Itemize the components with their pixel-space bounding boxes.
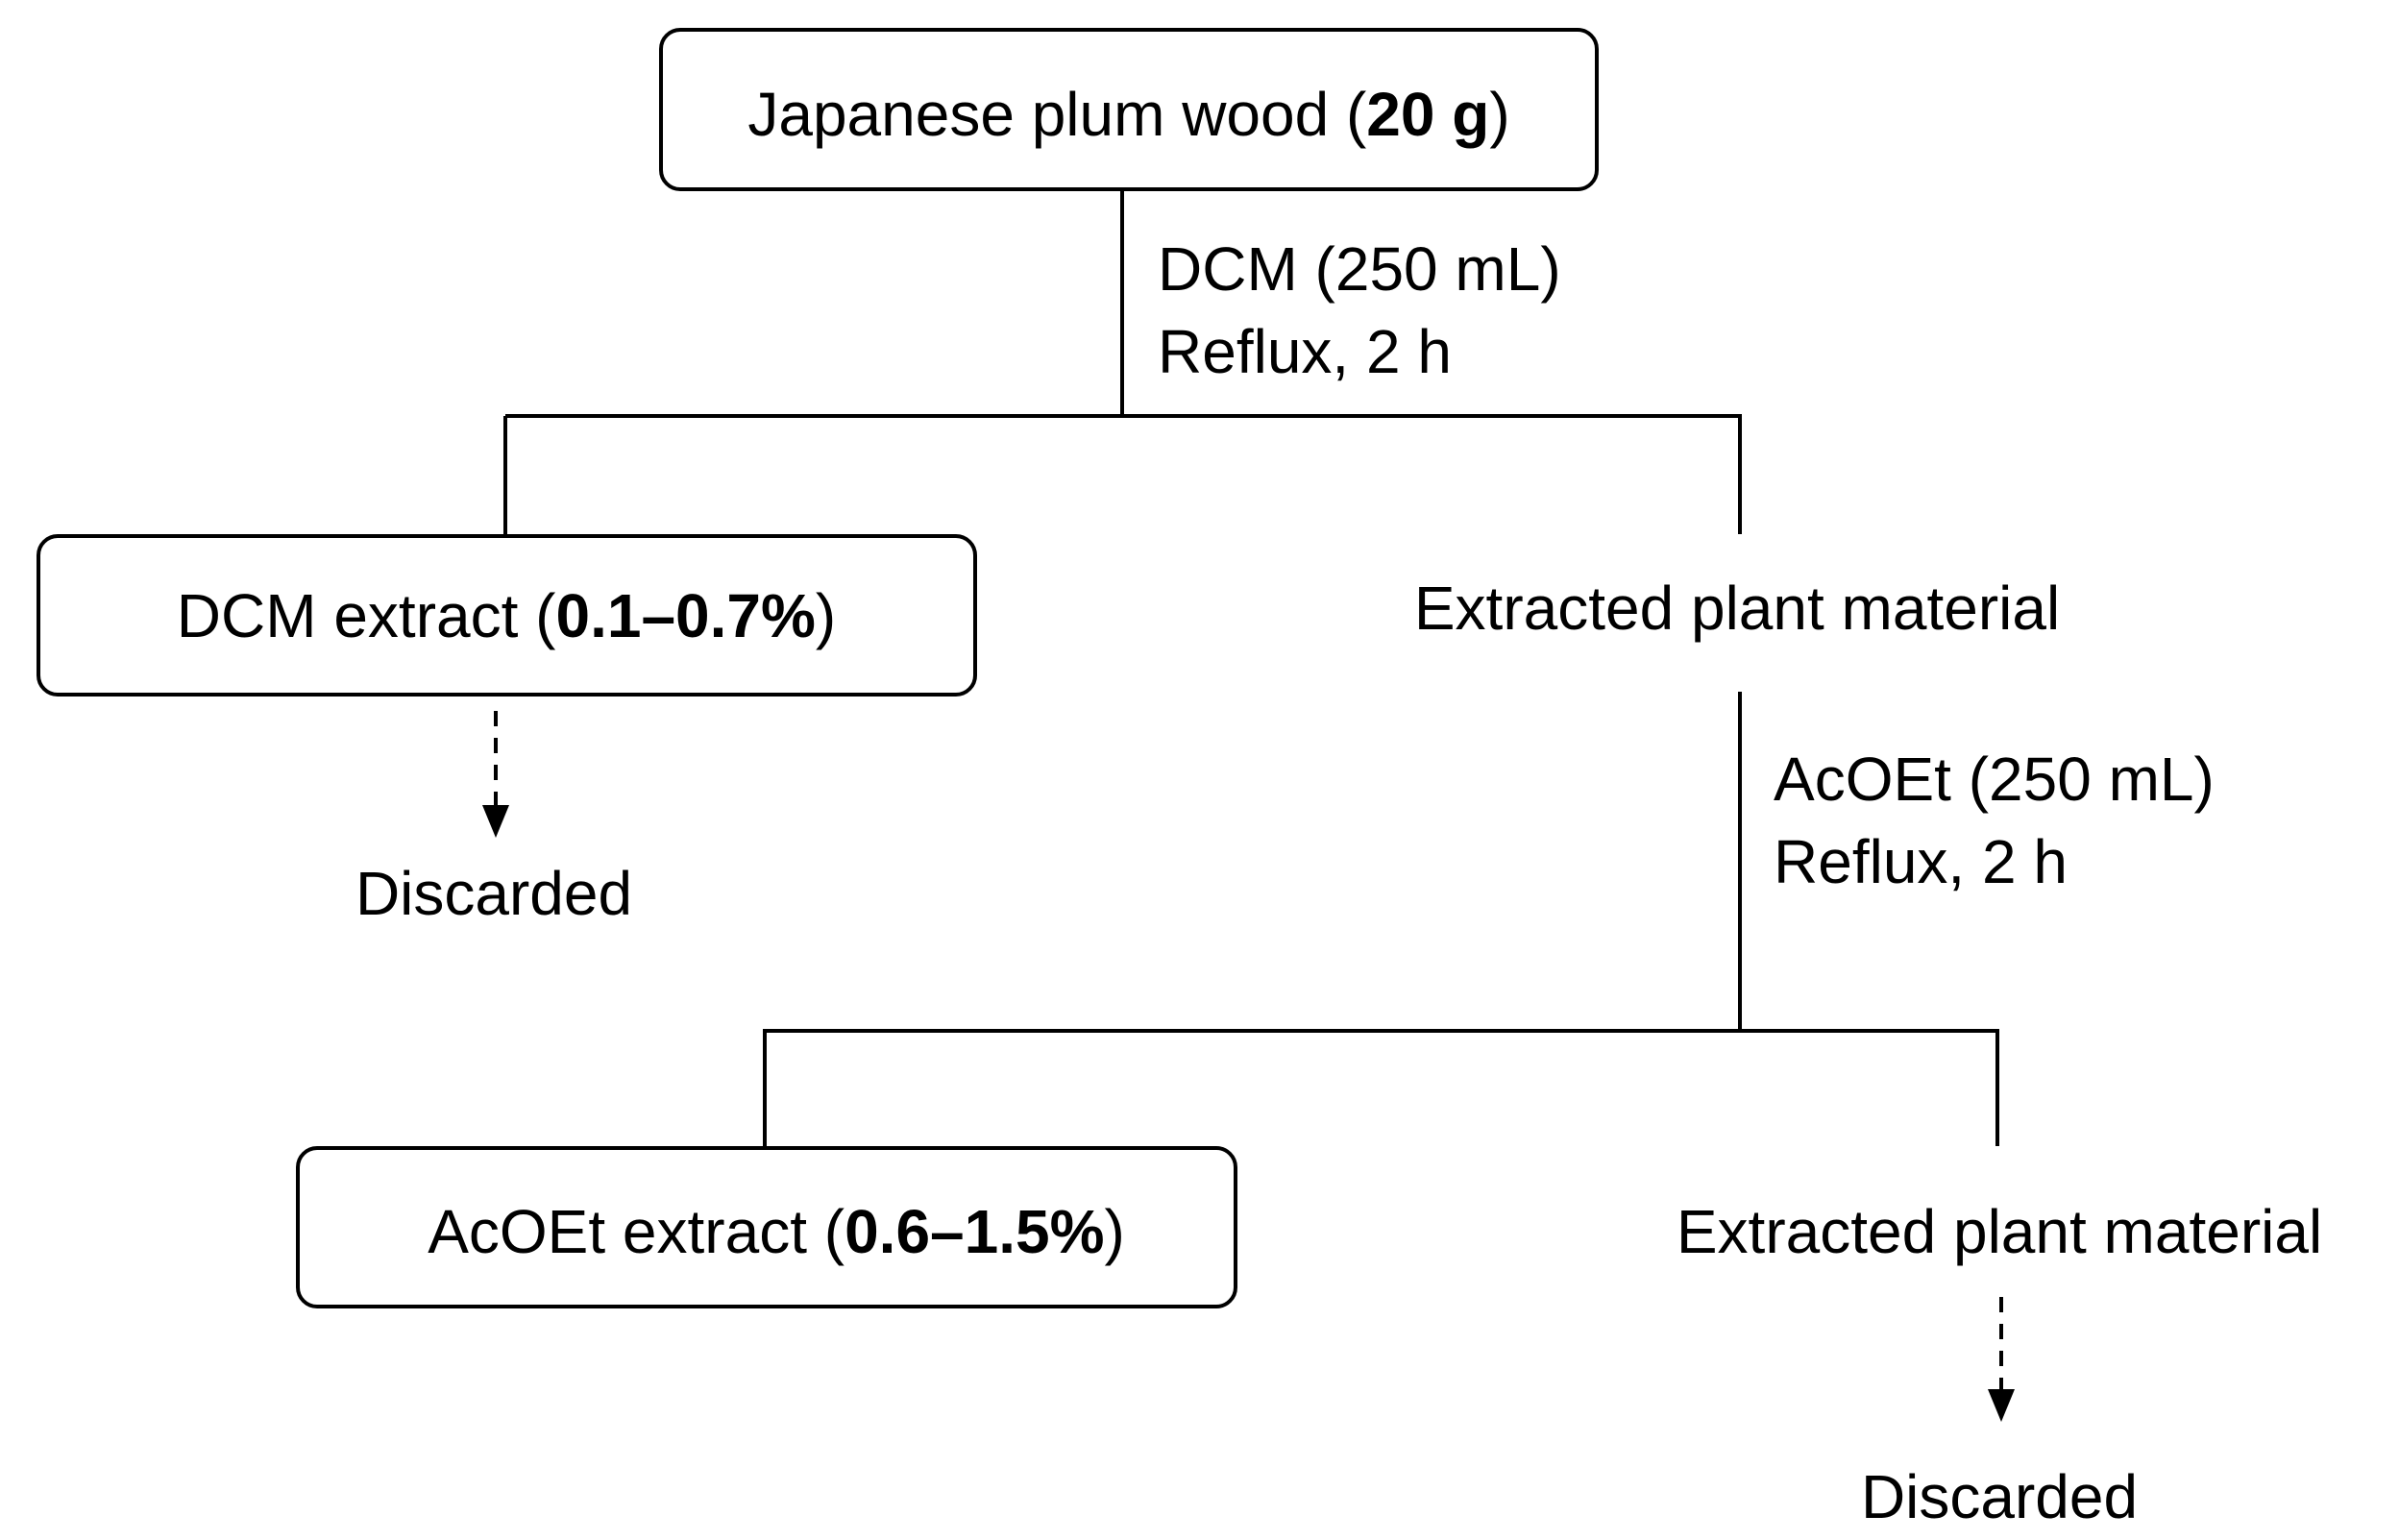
step2-conditions-line2: Reflux, 2 h (1774, 827, 2068, 896)
dcm-extract-label: DCM extract (0.1–0.7%) (177, 581, 836, 650)
acoet-extract-label: AcOEt extract (0.6–1.5%) (428, 1197, 1125, 1266)
acoet-extract-box (296, 1146, 1237, 1308)
start-box (659, 28, 1599, 191)
dcm-extract-box (37, 534, 977, 697)
start-label: Japanese plum wood (20 g) (747, 80, 1509, 149)
residue2-fate: Discarded (1861, 1462, 2138, 1531)
step1-conditions-line2: Reflux, 2 h (1158, 317, 1452, 386)
dcm-discard-arrowhead (482, 805, 509, 838)
dcm-extract-fate: Discarded (355, 859, 632, 928)
step2-conditions-line1: AcOEt (250 mL) (1774, 745, 2215, 814)
residue2-label: Extracted plant material (1677, 1197, 2322, 1266)
residue1-label: Extracted plant material (1414, 574, 2060, 643)
step1-conditions-line1: DCM (250 mL) (1158, 234, 1561, 304)
residue2-discard-arrowhead (1988, 1389, 2015, 1422)
